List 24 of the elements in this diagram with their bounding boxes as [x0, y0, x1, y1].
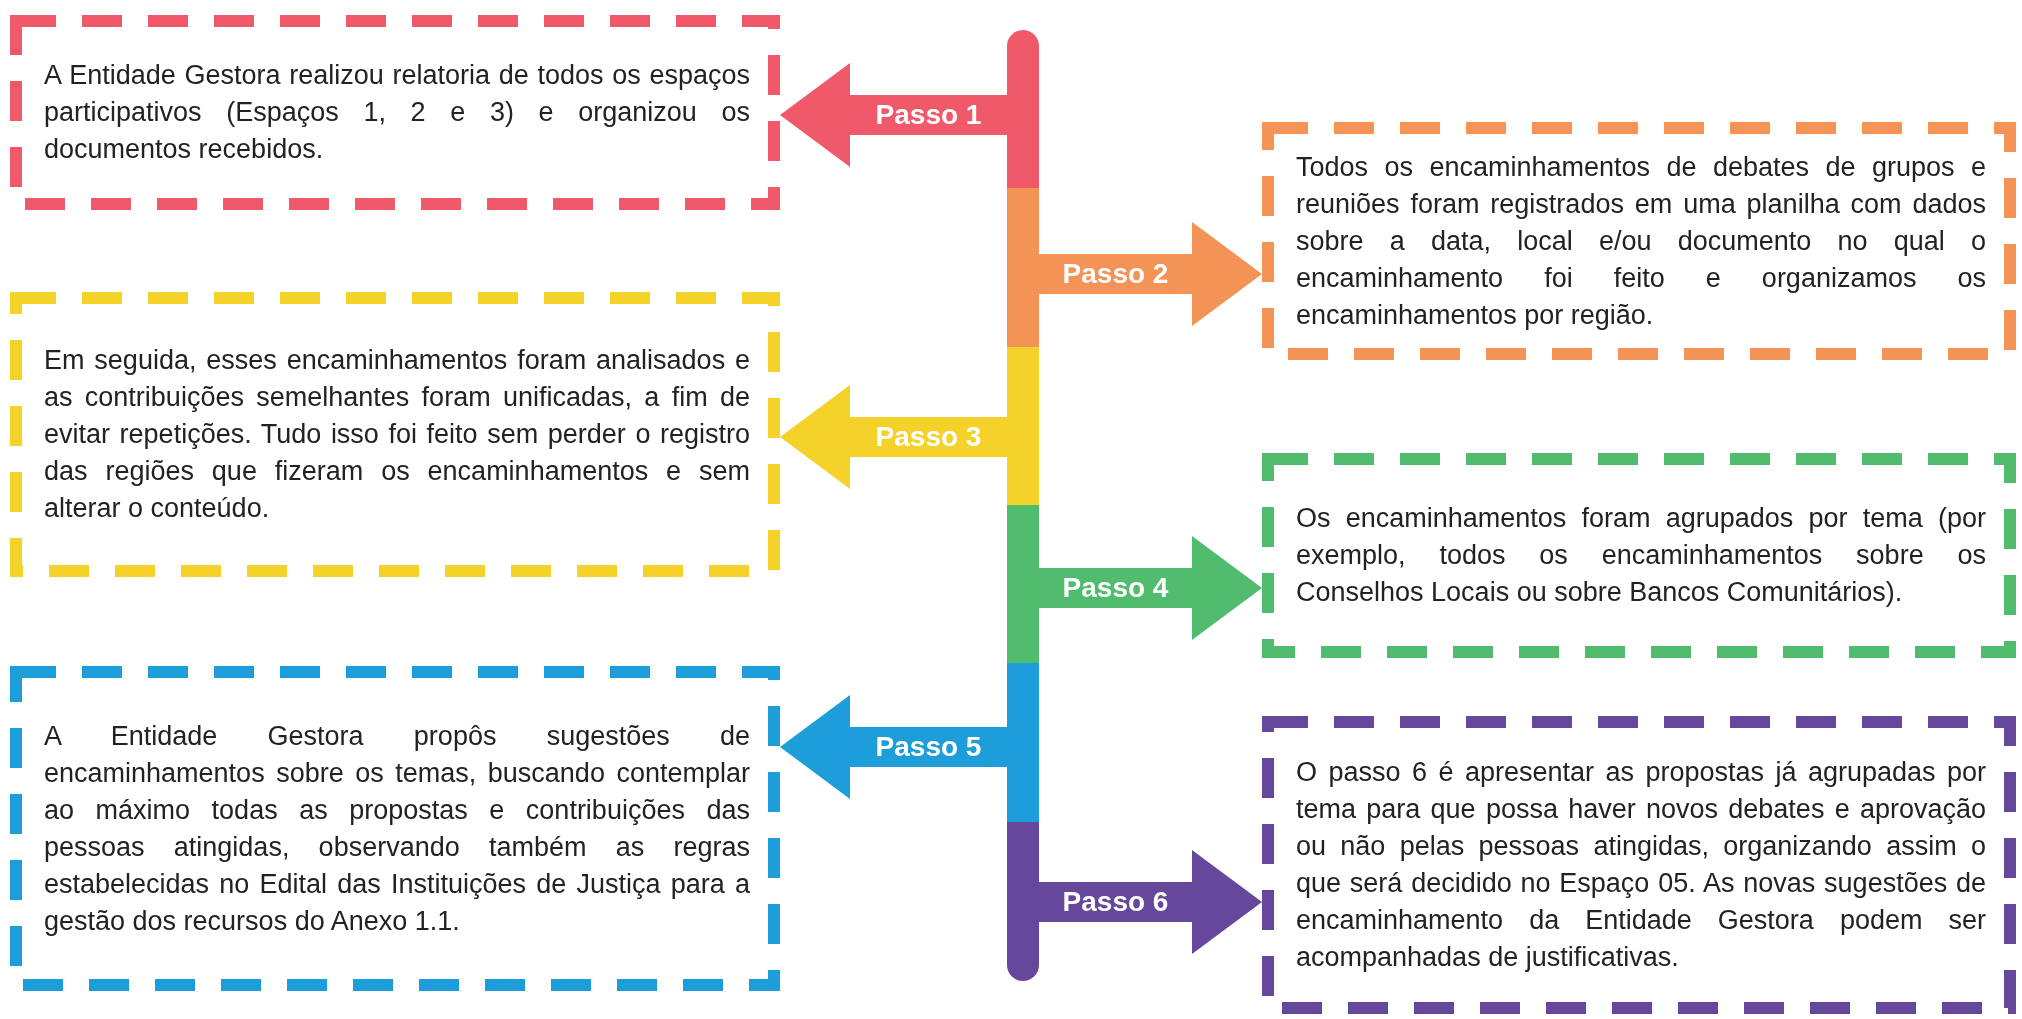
timeline-segment: [1007, 821, 1039, 981]
timeline-segment: [1007, 663, 1039, 823]
dashed-text-box: [10, 15, 780, 210]
timeline-segment: [1007, 30, 1039, 190]
timeline-segment: [1007, 188, 1039, 348]
step-description: Todos os encaminhamentos de debates de grupos e reuniões foram registrados em uma planilha com dados sobre a data, local e/ou documento no qual o encaminhamento foi feito e organizamos os encaminhamentos por região.: [1296, 150, 1986, 332]
step-description: A Entidade Gestora realizou relatoria de todos os espaços participativos (Espaços 1, 2 e 3) e organizou os documentos recebidos.: [44, 59, 750, 166]
dashed-text-box: [1262, 453, 2016, 658]
step-arrow: [780, 63, 1007, 167]
dashed-text-box: [1262, 716, 2016, 1014]
timeline-segment: [1007, 346, 1039, 506]
dashed-text-box: [1262, 122, 2016, 360]
step-description: O passo 6 é apresentar as propostas já agrupadas por tema para que possa haver novos debates e aprovação ou não pelas pessoas atingidas, organizando assim o que será decidido no Espaço 05. As novas sugestões de encaminhamento da Entidade Gestora podem ser acompanhadas de justificativas.: [1296, 756, 1986, 974]
step-arrow: [1039, 536, 1262, 640]
step-arrow: [1039, 850, 1262, 954]
step-description: A Entidade Gestora propôs sugestões de encaminhamentos sobre os temas, buscando contemplar ao máximo todas as propostas e contribuições das pessoas atingidas, observando também as regras estabelecidas no Edital das Instituições de Justiça para a gestão dos recursos do Anexo 1.1.: [44, 719, 750, 938]
step-arrow: [1039, 222, 1262, 326]
timeline-segment: [1007, 505, 1039, 665]
step-description: Os encaminhamentos foram agrupados por tema (por exemplo, todos os encaminhamentos sobre os Conselhos Locais ou sobre Bancos Comunitários).: [1296, 502, 1986, 609]
step-arrow: [780, 385, 1007, 489]
dashed-text-box: [10, 292, 780, 577]
step-arrow: [780, 695, 1007, 799]
dashed-text-box: [10, 666, 780, 991]
step-description: Em seguida, esses encaminhamentos foram analisados e as contribuições semelhantes foram unificadas, a fim de evitar repetições. Tudo isso foi feito sem perder o registro das regiões que fizeram os encaminhamentos e sem alterar o conteúdo.: [44, 344, 750, 525]
